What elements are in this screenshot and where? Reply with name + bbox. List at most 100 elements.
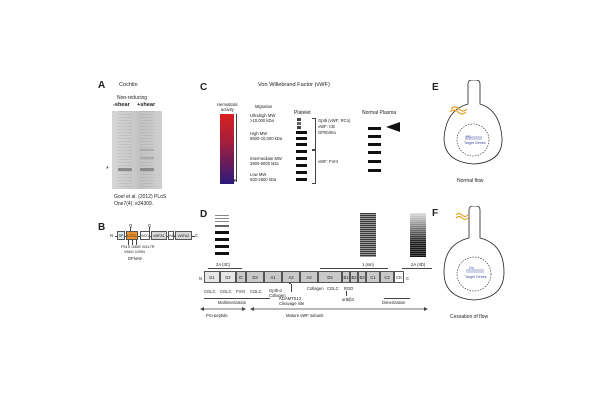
domain-d-prime: D' <box>236 271 246 283</box>
mw-high: High MW <box>250 131 268 136</box>
citation-line-2: One7(4): e34309. <box>114 201 154 207</box>
mw-ultrahigh-range: >10,000 kDa <box>250 118 274 123</box>
domain-c1: C1 <box>366 271 380 283</box>
domain-d1: D1 <box>204 271 220 283</box>
mutation-tick <box>136 240 137 245</box>
zoom-label-2a-iid: 2A (IID) <box>411 262 426 267</box>
domain-a1: A1 <box>264 271 282 283</box>
domain-ivd1: IVD1 <box>140 231 150 240</box>
mw-low-range: 500-2500 kDa <box>250 177 277 182</box>
cell-diagram-normal-flow <box>443 80 503 165</box>
domain-b2: B2 <box>350 271 358 283</box>
migration-label: Migration <box>255 104 273 109</box>
caption-normal-flow: Normal flow <box>457 178 484 184</box>
cochlin-n-terminus: N <box>110 233 114 238</box>
glycosylation-mark: G <box>148 223 152 228</box>
gel-band <box>118 168 132 171</box>
mw-ultrahigh: Ultrahigh MW <box>250 113 276 118</box>
target-genes-e: Target Genes <box>464 141 486 145</box>
domain-d3: D3 <box>246 271 264 283</box>
vwf-domain-bar: D1 D2 D' D3 A1 A2 A3 D4 B1 B2 B3 C1 C2 C… <box>204 271 432 283</box>
plasma-arrow-icon <box>386 122 400 132</box>
domain-lccl: LCCL <box>126 231 138 240</box>
glycosylation-mark: Q <box>129 223 133 228</box>
mw-intermediate-range: 3900-5000 kDa <box>250 161 279 166</box>
panel-c-title: Von Willebrand Factor (vWF) <box>258 82 330 88</box>
platelet-bracket-upper <box>312 118 316 150</box>
vwf-c-terminus: C <box>406 276 410 281</box>
label-cglc: CGLC <box>327 286 339 291</box>
panel-e-letter: E <box>432 82 439 93</box>
rgd-arrow-line <box>346 291 347 296</box>
mutations-line-1: P51S G88E W117R <box>121 245 155 249</box>
hemostatic-label-1: Hemostatic <box>217 102 238 107</box>
panel-a-protein: Cochlin <box>119 82 138 88</box>
domain-d4: D4 <box>318 271 342 283</box>
domain-vwfa2: vWFA2 <box>175 231 192 240</box>
propeptide-label: Pro-peptide <box>206 313 228 318</box>
zoom-lane-2a-iid <box>410 213 426 257</box>
domain-b1: B1 <box>342 271 350 283</box>
hemostatic-gradient-bar <box>220 114 234 184</box>
binding-fviii: vWF: FVIII <box>318 159 338 164</box>
vwf-n-terminus: N <box>199 276 203 281</box>
gel-image <box>112 111 162 189</box>
gel-band <box>140 168 154 171</box>
hemostatic-arrow-head: ▾ <box>233 178 237 184</box>
platelet-title: Platelet <box>294 110 311 116</box>
label-collagen: Collagen <box>307 286 324 291</box>
mark-stem <box>130 227 131 231</box>
mark-stem <box>149 227 150 231</box>
binding-cb: vWF: CB <box>318 124 335 129</box>
citation-line-1: Goel et al. (2012) PLoS <box>114 194 167 200</box>
hemostatic-label-2: activity <box>221 107 234 112</box>
mw-low: Low MW <box>250 172 267 177</box>
gel-band <box>140 157 154 159</box>
domain-a2: A2 <box>282 271 300 283</box>
on-label-f: On <box>469 266 474 270</box>
panel-f-letter: F <box>432 208 439 219</box>
panel-c-letter: C <box>200 82 208 93</box>
cleavage-arrow-line <box>291 284 292 292</box>
domain-vwfa1: vWFA1 <box>151 231 167 240</box>
subunit-arrows <box>200 307 428 311</box>
mutations-line-2: V66G I109N <box>124 250 145 254</box>
zoom-lane-1-sm <box>360 213 376 257</box>
cell-diagram-cessation <box>443 206 505 301</box>
platelet-lane <box>296 117 310 185</box>
cleavage-arrow-head: ▴ <box>289 280 292 285</box>
panel-a-condition: Non-reducing <box>117 95 148 101</box>
label-rgd: RGD <box>344 286 354 291</box>
domain-ivd2: IVD2 <box>168 231 177 240</box>
multimerization-label: Multimerization <box>218 300 247 305</box>
label-cglc: CGLC <box>250 289 262 294</box>
mutation-tick <box>128 240 129 245</box>
panel-a-letter: A <box>98 80 106 91</box>
domain-a3: A3 <box>300 271 318 283</box>
zoom-line <box>208 268 242 269</box>
label-alphaiib-beta3: αIIbβ3 <box>342 297 354 302</box>
platelet-bracket-lower <box>312 150 316 184</box>
zoom-label-1-sm: 1 (sm) <box>362 262 374 267</box>
label-gpib-alpha: GpIb-α <box>269 288 282 293</box>
gel-lane-1 <box>118 111 132 189</box>
pc-label-e: PC <box>466 135 471 139</box>
hemostatic-arrow-line <box>235 114 237 182</box>
label-collagen: Collagen <box>269 293 286 298</box>
label-cglc: CGLC <box>204 289 216 294</box>
zoom-lane-2a-iic <box>215 213 229 257</box>
dimerization-label: Dimerization <box>382 300 406 305</box>
panel-d-letter: D <box>200 209 208 220</box>
panel-b-letter: B <box>98 222 106 233</box>
gel-star-marker: * <box>106 166 109 173</box>
label-cglc: CGLC <box>220 289 232 294</box>
binding-gpib: GpIb (vWF: RCo) <box>318 118 351 123</box>
mutation-tick <box>132 240 133 245</box>
cleavage-label: Cleavage site <box>279 301 305 306</box>
plasma-title: Normal Plasma <box>362 110 397 116</box>
cochlin-c-terminus: C <box>195 233 199 238</box>
mw-high-range: 5500-10,000 kDa <box>250 136 283 141</box>
target-genes-f: Target Genes <box>465 275 487 279</box>
lane-label-plus-shear: +shear <box>137 102 156 108</box>
zoom-line <box>320 268 388 269</box>
